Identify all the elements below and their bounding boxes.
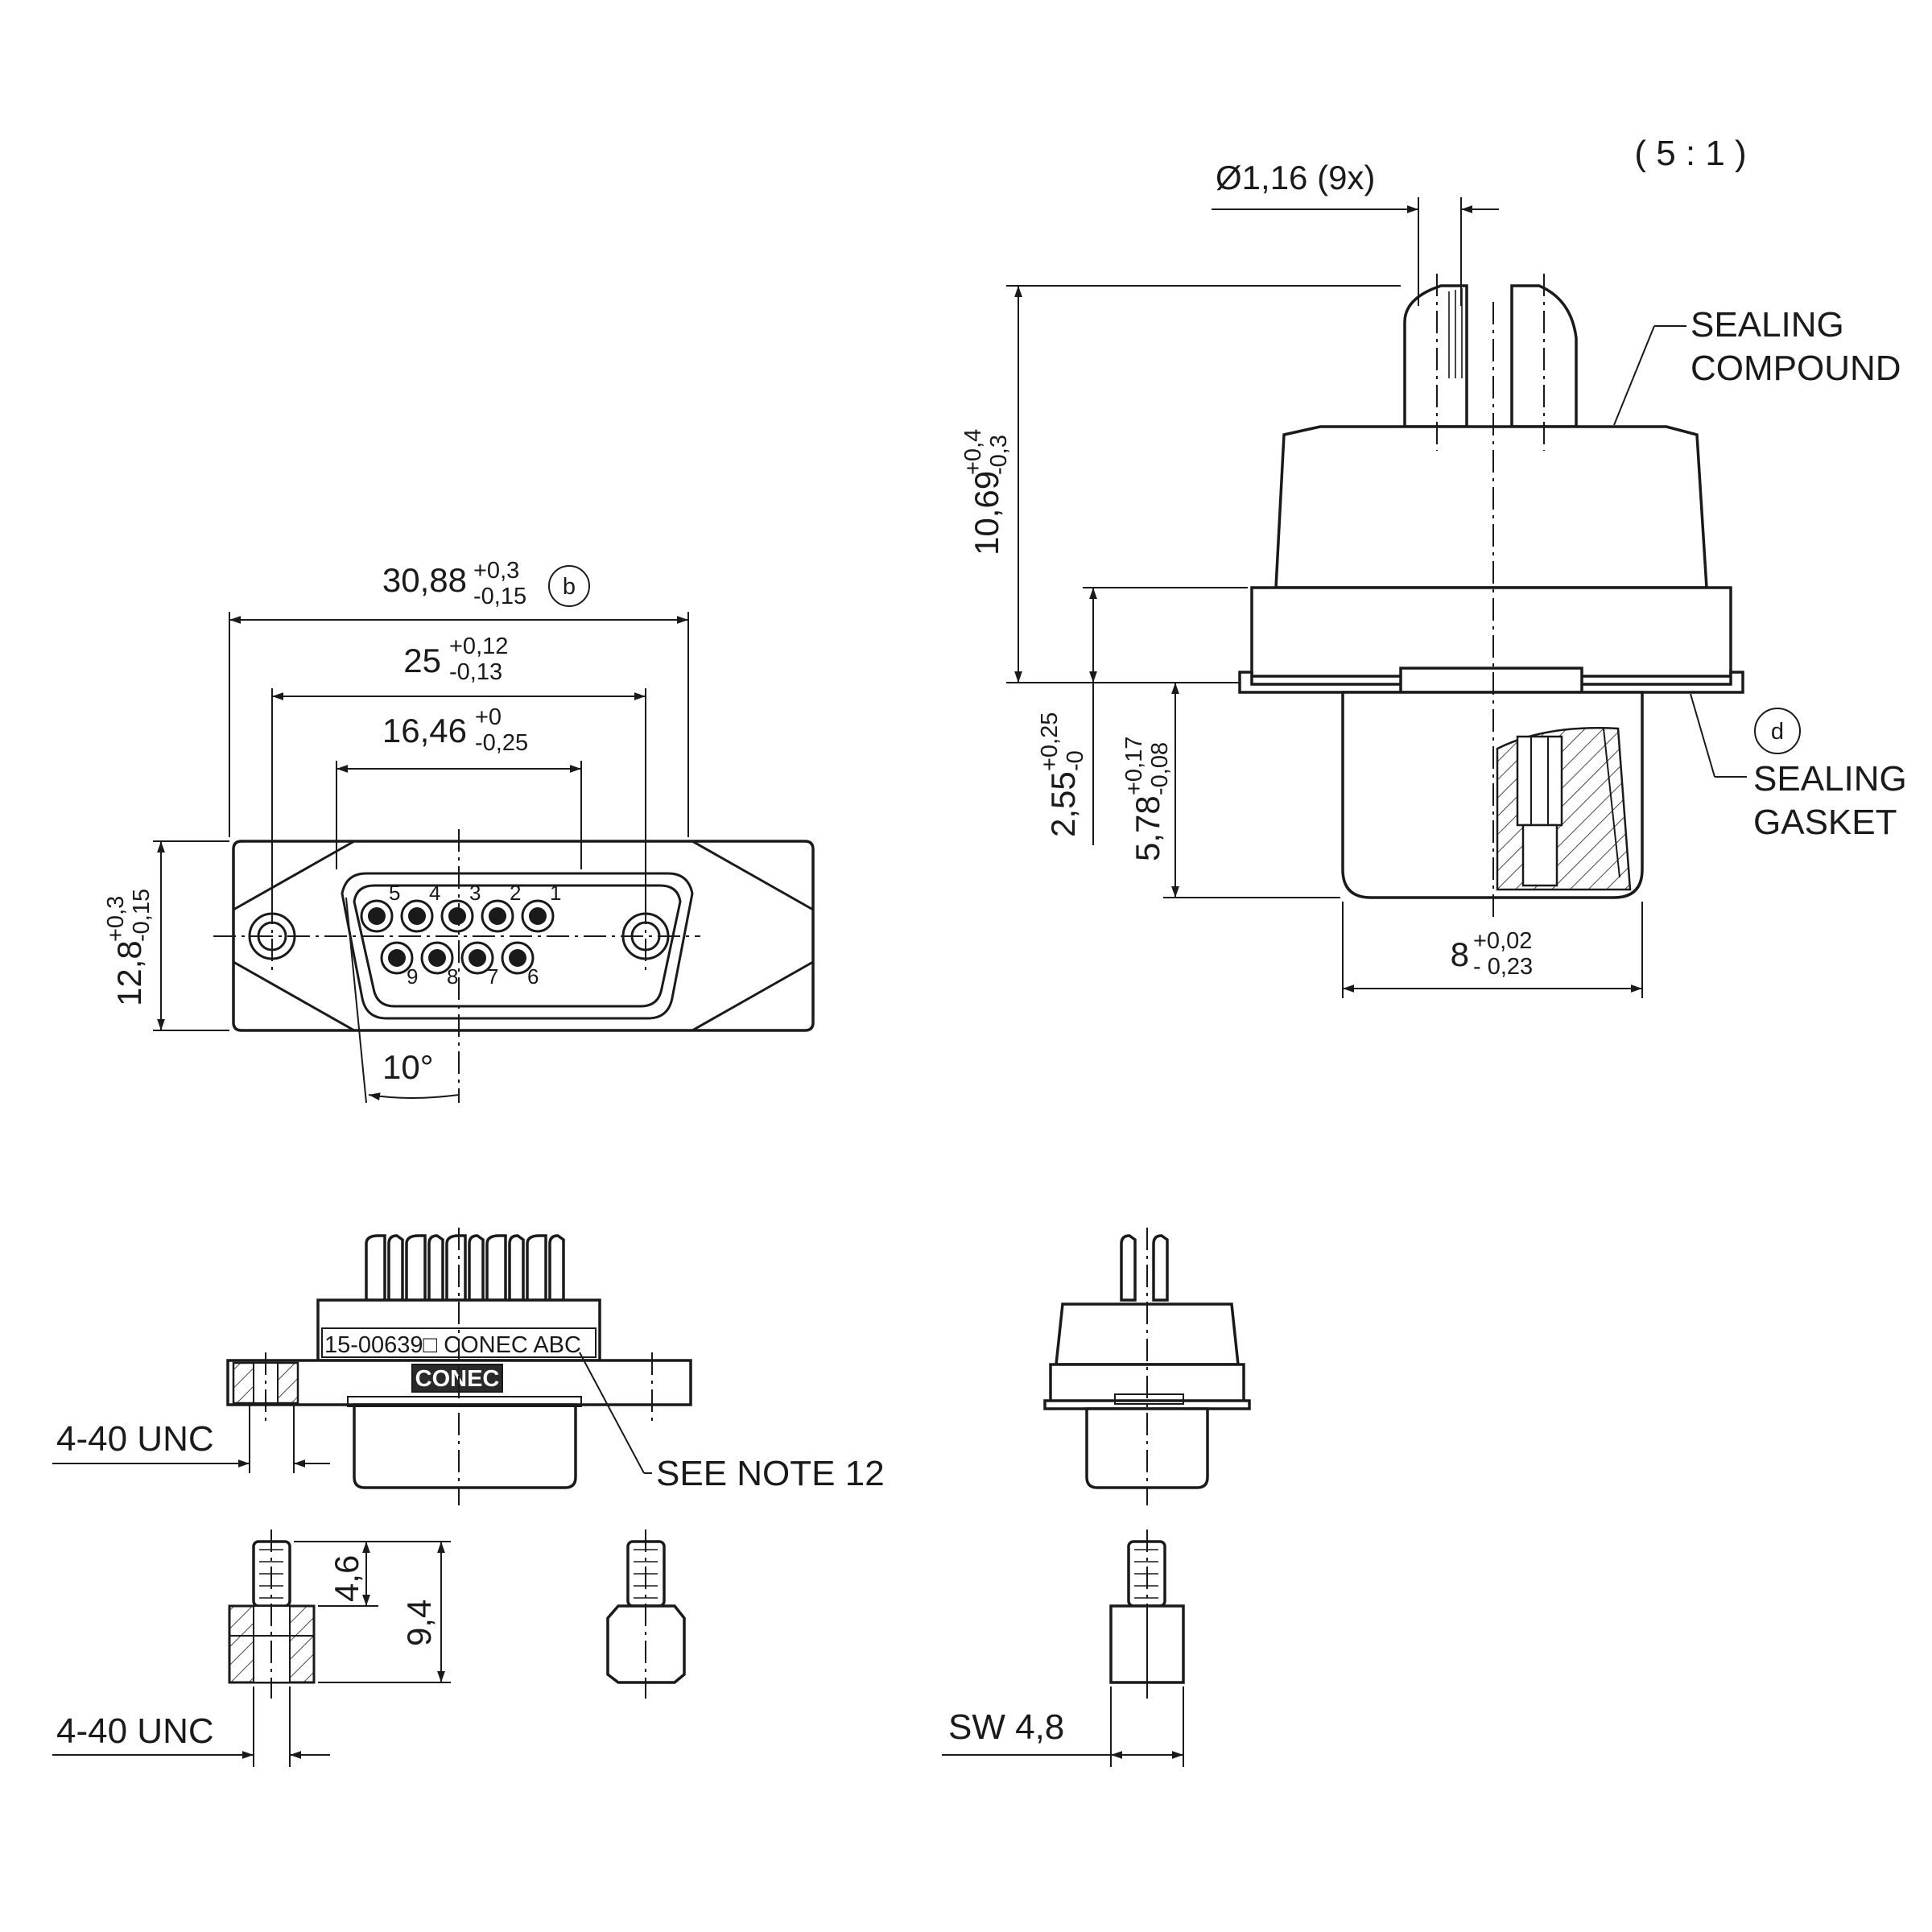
pin-number-6: 6	[527, 964, 539, 989]
dim-shell-width-tol-minus: -0,25	[475, 730, 528, 756]
label-gasket-note: d	[1771, 719, 1784, 745]
dim-shell-width-value: 16,46	[382, 712, 467, 749]
standoff-section: 4,6 9,4 4-40 UNC	[52, 1530, 451, 1767]
pin-number-9: 9	[407, 964, 418, 989]
label-sealing-gasket-line1: SEALING	[1753, 759, 1907, 799]
pin-number-8: 8	[447, 964, 458, 989]
label-marking: 15-00639□ CONEC ABC	[324, 1332, 581, 1358]
dim-overall-height-tol-plus: +0,4	[960, 429, 986, 475]
pin-number-2: 2	[510, 881, 521, 905]
dim-shell-depth-tol-plus: +0,17	[1121, 737, 1147, 795]
pin-number-7: 7	[487, 964, 498, 989]
dim-shell-depth-tol-minus: -0,08	[1147, 742, 1173, 795]
pin-number-4: 4	[429, 881, 440, 905]
dim-overall-width-tol-minus: -0,15	[473, 584, 526, 609]
dim-hole-spacing-value: 25	[403, 642, 441, 679]
label-sealing-compound-line2: COMPOUND	[1690, 349, 1901, 388]
side-section-view: Ø1,16 (9x) 10,69 +0,4 -0,3 2,55 +0,25 -0…	[960, 159, 1907, 998]
pin-tails	[365, 1234, 565, 1302]
label-thread-bottom: 4-40 UNC	[56, 1711, 214, 1751]
dim-shell-side-width-tol-plus: +0,02	[1473, 928, 1532, 954]
dim-overall-width-note: b	[563, 574, 576, 600]
dim-overall-width-value: 30,88	[382, 561, 467, 599]
dim-flange-height-tol-minus: -0,15	[129, 889, 155, 942]
dim-overall-height-value: 10,69	[968, 471, 1005, 555]
dim-overall-height-tol-minus: -0,3	[986, 435, 1012, 475]
front-view: 5 4 3 2 1 9 8 7 6 30,88 +0,3 -0,15 b 25 …	[103, 558, 815, 1104]
dim-shell-angle: 10°	[382, 1048, 434, 1086]
dim-flange-thickness-value: 2,55	[1044, 771, 1082, 837]
dim-overall-width-tol-plus: +0,3	[473, 558, 519, 584]
dim-shell-side-width-value: 8	[1451, 935, 1469, 973]
dim-flange-height-tol-plus: +0,3	[103, 896, 129, 942]
standoff-front	[606, 1530, 686, 1699]
dim-shell-side-width-tol-minus: - 0,23	[1473, 954, 1533, 980]
label-logo: CONEC	[415, 1366, 500, 1392]
scale-label: ( 5 : 1 )	[1634, 134, 1746, 173]
contact-row-top	[360, 899, 555, 933]
dim-flange-thickness-tol-minus: -0	[1063, 750, 1088, 771]
pin-number-3: 3	[469, 881, 481, 905]
pin-number-1: 1	[550, 881, 561, 905]
standoff-side: SW 4,8	[942, 1530, 1185, 1767]
label-wrench-size: SW 4,8	[948, 1707, 1064, 1747]
label-see-note: SEE NOTE 12	[656, 1454, 885, 1493]
dim-standoff-thread-length: 4,6	[328, 1555, 365, 1602]
dim-hole-spacing-tol-plus: +0,12	[449, 634, 508, 659]
dim-flange-thickness-tol-plus: +0,25	[1037, 712, 1063, 771]
dim-pin-diameter: Ø1,16 (9x)	[1216, 159, 1375, 196]
label-thread-top: 4-40 UNC	[56, 1419, 214, 1459]
label-sealing-gasket-line2: GASKET	[1753, 803, 1897, 842]
dim-shell-width-tol-plus: +0	[475, 704, 502, 730]
pin-number-5: 5	[389, 881, 400, 905]
bottom-profile-view	[1043, 1228, 1251, 1505]
dim-hole-spacing-tol-minus: -0,13	[449, 659, 502, 685]
contact-row-bottom	[380, 941, 535, 975]
label-sealing-compound-line1: SEALING	[1690, 305, 1844, 345]
dim-flange-height-value: 12,8	[110, 940, 148, 1006]
dim-standoff-length: 9,4	[400, 1600, 438, 1646]
bottom-side-view: 15-00639□ CONEC ABC CONEC 4-40 UNC SEE N…	[52, 1228, 885, 1505]
dim-shell-depth-value: 5,78	[1129, 795, 1166, 861]
